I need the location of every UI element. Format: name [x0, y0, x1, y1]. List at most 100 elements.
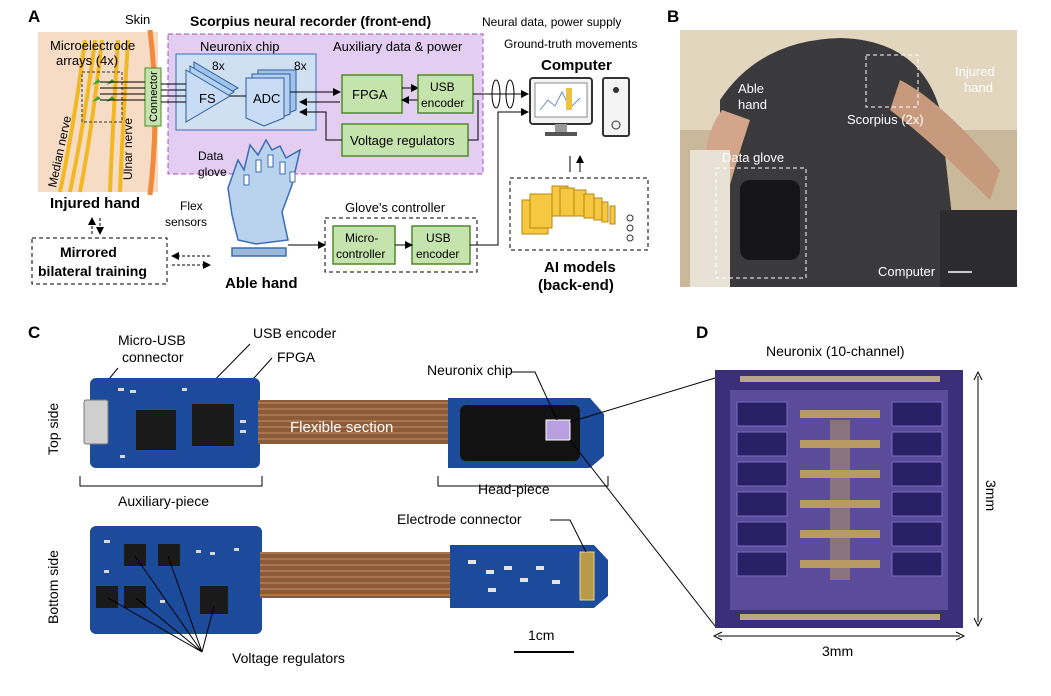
laptop-photo — [940, 210, 1017, 287]
nerve-fibers — [58, 39, 130, 193]
microcontroller-label-2: controller — [336, 247, 385, 261]
ai-models-label-2: (back-end) — [538, 277, 614, 294]
panel-a: A Skin Microelectrode arrays (4x) Median… — [28, 7, 649, 294]
neuronix-chip-photo — [545, 419, 571, 441]
flex-section-top — [258, 400, 448, 444]
adc-mult: 8x — [294, 59, 307, 73]
voltage-regulators-leaders — [107, 555, 215, 653]
neuronix-chip-leader — [512, 371, 558, 421]
person-injured-arm — [890, 80, 1000, 200]
bottom-smd-parts — [104, 540, 239, 603]
head-piece-label: Head-piece — [478, 481, 550, 497]
scorpius-b-label: Scorpius (2x) — [847, 112, 924, 127]
panel-c-letter: C — [28, 323, 40, 342]
microcontroller-box — [332, 225, 396, 265]
glove-usb-label-2: encoder — [416, 247, 459, 261]
voltage-regulators-c-label: Voltage regulators — [232, 650, 345, 666]
head-piece-cover — [460, 405, 580, 461]
ground-truth-label: Ground-truth movements — [504, 37, 637, 51]
computer-label: Computer — [541, 57, 612, 74]
micro-usb-port — [83, 399, 109, 445]
head-piece-bottom — [450, 545, 608, 608]
fpga-label: FPGA — [352, 87, 388, 102]
top-side-label: Top side — [45, 403, 61, 455]
die-center-circuits — [800, 410, 880, 580]
neuronix-title: Neuronix (10-channel) — [766, 343, 905, 359]
fs-mult: 8x — [212, 59, 225, 73]
mirrored-training-box — [31, 237, 168, 285]
fpga-box — [341, 74, 403, 114]
flex-sensors-label-2: sensors — [165, 215, 207, 229]
adc-block — [245, 69, 297, 127]
panel-b: B Able hand Injured hand Scorpius (2x) D… — [667, 7, 1017, 287]
glove-controller-label: Glove's controller — [345, 200, 446, 215]
glove-usb-label-1: USB — [426, 231, 451, 245]
flex-sensors-label-1: Flex — [180, 199, 203, 213]
microelectrode-label-1: Microelectrode — [50, 38, 135, 53]
zoom-line-top — [569, 377, 716, 423]
connector-box — [144, 67, 162, 127]
dim-right-label: 3mm — [983, 480, 999, 511]
usb-label-2: encoder — [421, 96, 464, 110]
usb-label-1: USB — [430, 80, 455, 94]
electrode-icon — [92, 79, 115, 102]
data-glove-label-1: Data — [198, 149, 224, 163]
dim-arrow-right — [973, 370, 983, 628]
die-bond-pads — [740, 376, 940, 620]
voltage-regulator-chips — [96, 544, 228, 614]
cable-marker-2 — [505, 79, 515, 109]
usb-encoder-c-label: USB encoder — [253, 325, 337, 341]
dim-arrow-bottom — [712, 631, 966, 641]
scorpius-box — [865, 54, 919, 108]
aux-piece-bracket — [79, 476, 263, 487]
panel-b-letter: B — [667, 7, 679, 26]
glove-photo — [740, 180, 800, 260]
data-glove-box — [715, 167, 807, 279]
neuronix-chip-label: Neuronix chip — [200, 39, 280, 54]
scale-bar-label: 1cm — [528, 627, 554, 643]
connector-lines — [100, 81, 145, 101]
panel-a-letter: A — [28, 7, 40, 26]
chair-arm — [690, 150, 730, 287]
skin-label: Skin — [125, 12, 150, 27]
electrode-connector-photo — [579, 551, 595, 601]
panel-d-letter: D — [696, 323, 708, 342]
chip-signal-lines — [161, 83, 340, 103]
bottom-side-label: Bottom side — [45, 550, 61, 624]
mirrored-label-1: Mirrored — [60, 244, 117, 260]
data-glove-label-2: glove — [198, 165, 227, 179]
electrode-connector-label: Electrode connector — [397, 511, 522, 527]
flex-section-bottom — [260, 552, 450, 598]
die-right-arrays — [891, 401, 943, 577]
glove-usb-to-computer — [470, 108, 529, 246]
head-piece-bracket — [437, 476, 609, 487]
neural-network-icon — [521, 185, 616, 235]
die-left-arrays — [736, 401, 788, 577]
computer-b-label: Computer — [878, 264, 936, 279]
adc-label: ADC — [253, 91, 280, 106]
head-bottom-parts — [468, 560, 560, 592]
zoom-line-bottom — [569, 439, 716, 627]
dim-bottom-label: 3mm — [822, 643, 853, 659]
injured-hand-b-label-1: Injured — [955, 64, 995, 79]
fpga-c-label: FPGA — [277, 349, 316, 365]
aux-title: Auxiliary data & power — [333, 39, 463, 54]
auxiliary-piece-label: Auxiliary-piece — [118, 493, 209, 509]
injured-hand-b-label-2: hand — [964, 80, 993, 95]
fs-label: FS — [199, 91, 216, 106]
microcontroller-label-1: Micro- — [345, 231, 378, 245]
computer-icon — [529, 77, 630, 137]
panel-c: C Micro-USB connector USB encoder FPGA T… — [28, 323, 716, 666]
connector-label: Connector — [148, 71, 160, 122]
able-hand-b-label-2: hand — [738, 97, 767, 112]
data-glove-b-label: Data glove — [722, 150, 784, 165]
neuronix-chip-c-label: Neuronix chip — [427, 362, 513, 378]
able-hand-label: Able hand — [225, 275, 298, 292]
top-smd-parts — [118, 388, 246, 458]
mirrored-label-2: bilateral training — [38, 263, 147, 279]
injured-hand-label: Injured hand — [50, 195, 140, 212]
ulnar-nerve-label: Ulnar nerve — [121, 118, 135, 180]
microelectrode-label-2: arrays (4x) — [56, 53, 118, 68]
computer-ai-arrow — [569, 156, 580, 172]
